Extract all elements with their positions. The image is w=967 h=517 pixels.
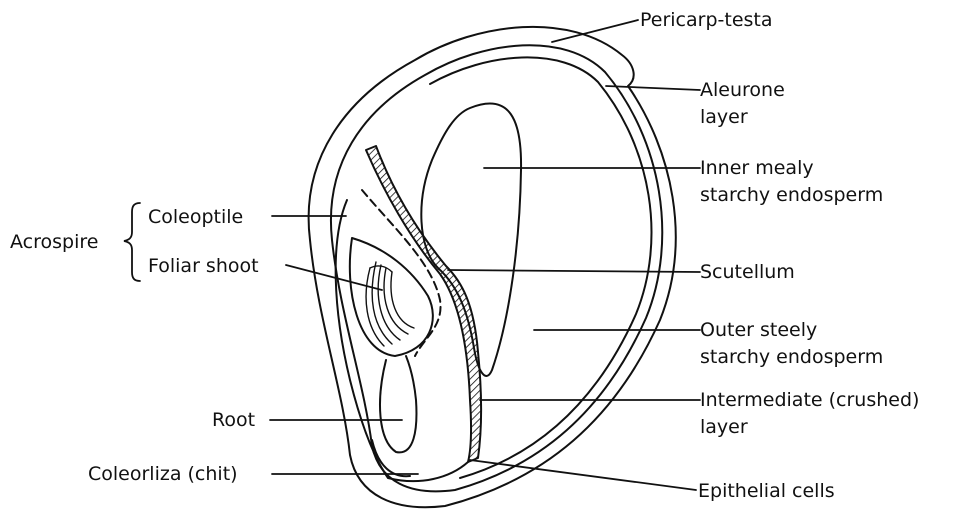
label-outer-steely-line1: Outer steely [700,319,817,341]
root-outline [380,356,416,452]
aleurone-inner-outline [430,57,652,478]
pericarp-testa-outline [309,27,676,507]
label-coleoptile: Coleoptile [148,206,243,228]
label-foliar-shoot: Foliar shoot [148,255,259,277]
label-aleurone-line2: layer [700,106,748,128]
label-root: Root [212,409,255,431]
label-inner-mealy-line2: starchy endosperm [700,184,883,206]
label-aleurone-line1: Aleurone [700,79,785,101]
label-acrospire: Acrospire [10,231,98,253]
leader-aleurone [606,86,700,90]
embryo-outline [336,200,468,481]
label-scutellum: Scutellum [700,261,795,283]
label-intermediate-line2: layer [700,416,748,438]
foliar-shoot-leaves [366,262,414,346]
leader-scutellum [448,270,700,272]
label-intermediate-line1: Intermediate (crushed) [700,389,919,411]
label-epithelial: Epithelial cells [698,480,835,502]
label-pericarp-testa: Pericarp-testa [640,9,773,31]
label-outer-steely-line2: starchy endosperm [700,346,883,368]
acrospire-brace [124,203,140,281]
label-coleorliza: Coleorliza (chit) [88,463,238,485]
label-inner-mealy-line1: Inner mealy [700,157,814,179]
coleorhiza-outline [372,440,410,476]
